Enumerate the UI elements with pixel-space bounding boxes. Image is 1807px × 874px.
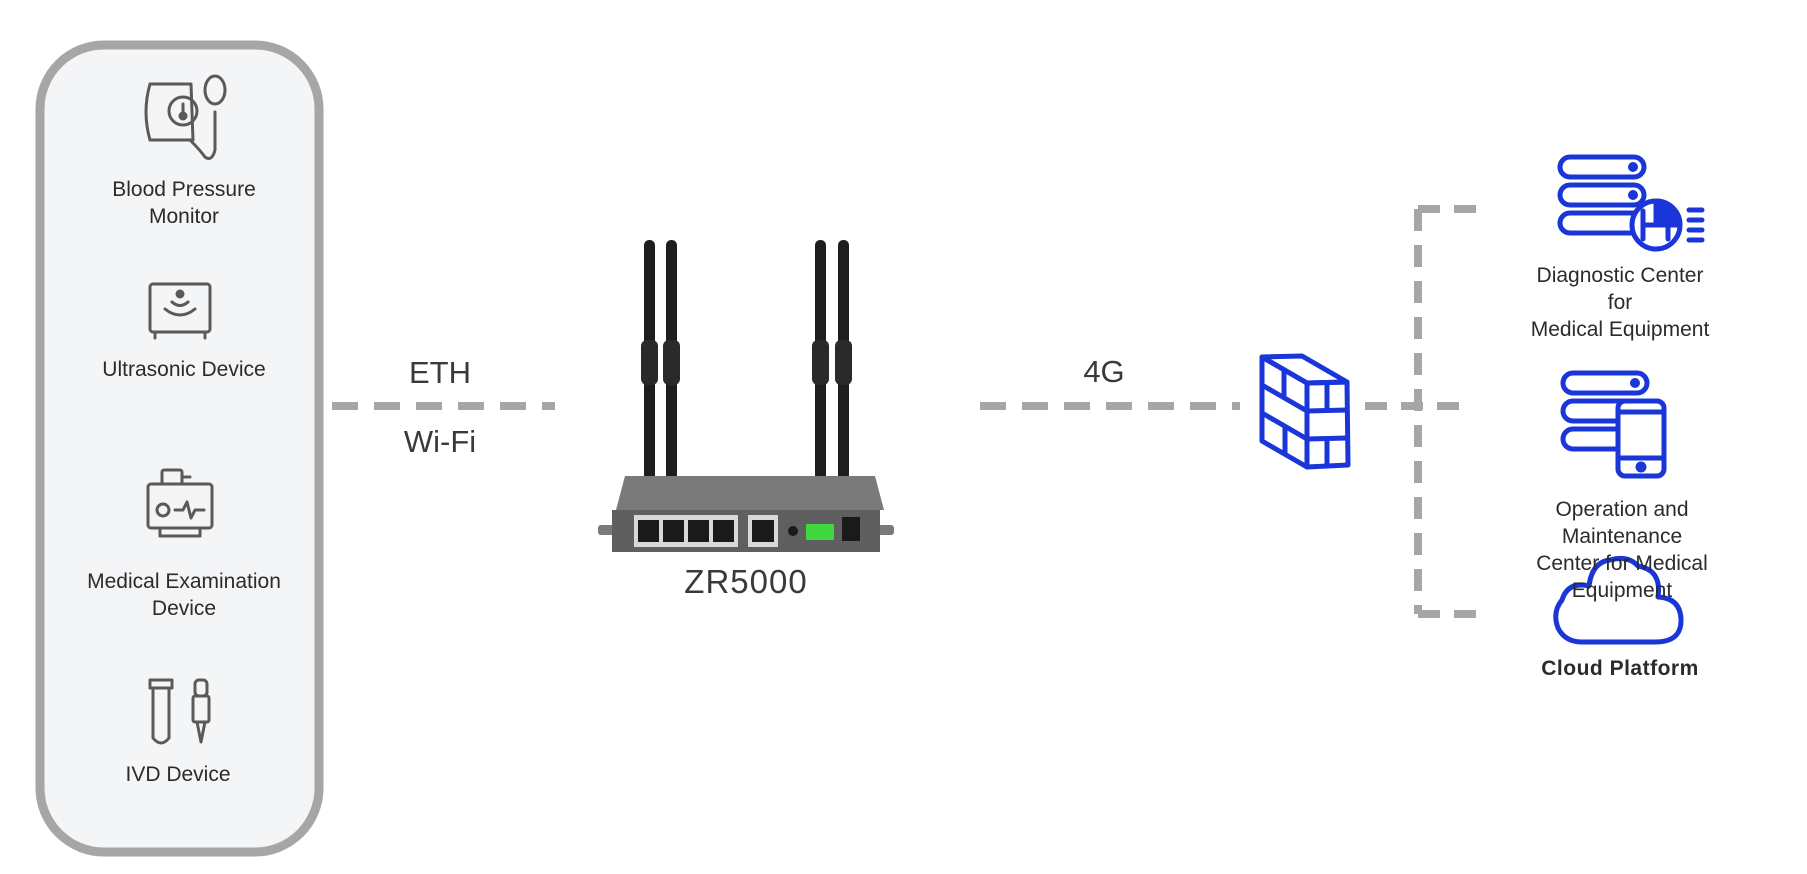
- link-label-4g: 4G: [1083, 354, 1125, 389]
- device-label-medical-examination-device: Medical Examination Device: [87, 570, 281, 620]
- destination-bracket: [1365, 205, 1478, 618]
- destination-label-cloud-platform: Cloud Platform: [1541, 657, 1699, 680]
- antenna: [641, 240, 852, 480]
- destination-label-operation-maintenance-center: Operation and Maintenance Center for Med…: [1536, 498, 1708, 602]
- router-icon: [598, 240, 894, 552]
- ivd-device-icon: [148, 678, 211, 745]
- link-label-wifi: Wi-Fi: [403, 424, 477, 459]
- destination-label-diagnostic-center: Diagnostic Center for Medical Equipment: [1530, 264, 1710, 341]
- cloud-icon: [1553, 556, 1684, 645]
- ultrasonic-device-icon: [148, 282, 212, 340]
- device-label-blood-pressure-monitor: Blood Pressure Monitor: [112, 178, 256, 228]
- firewall-icon: [1259, 353, 1351, 470]
- device-label-ivd-device: IVD Device: [125, 763, 231, 786]
- blood-pressure-monitor-icon: [144, 74, 227, 160]
- device-label-ultrasonic-device: Ultrasonic Device: [102, 358, 266, 381]
- server-chart-icon: [1557, 154, 1705, 252]
- device-panel: [35, 40, 324, 857]
- router-label: ZR5000: [684, 563, 808, 600]
- server-phone-icon: [1560, 370, 1667, 479]
- link-label-eth: ETH: [409, 355, 471, 390]
- ethernet-ports: [634, 515, 778, 547]
- medical-examination-device-icon: [146, 468, 214, 538]
